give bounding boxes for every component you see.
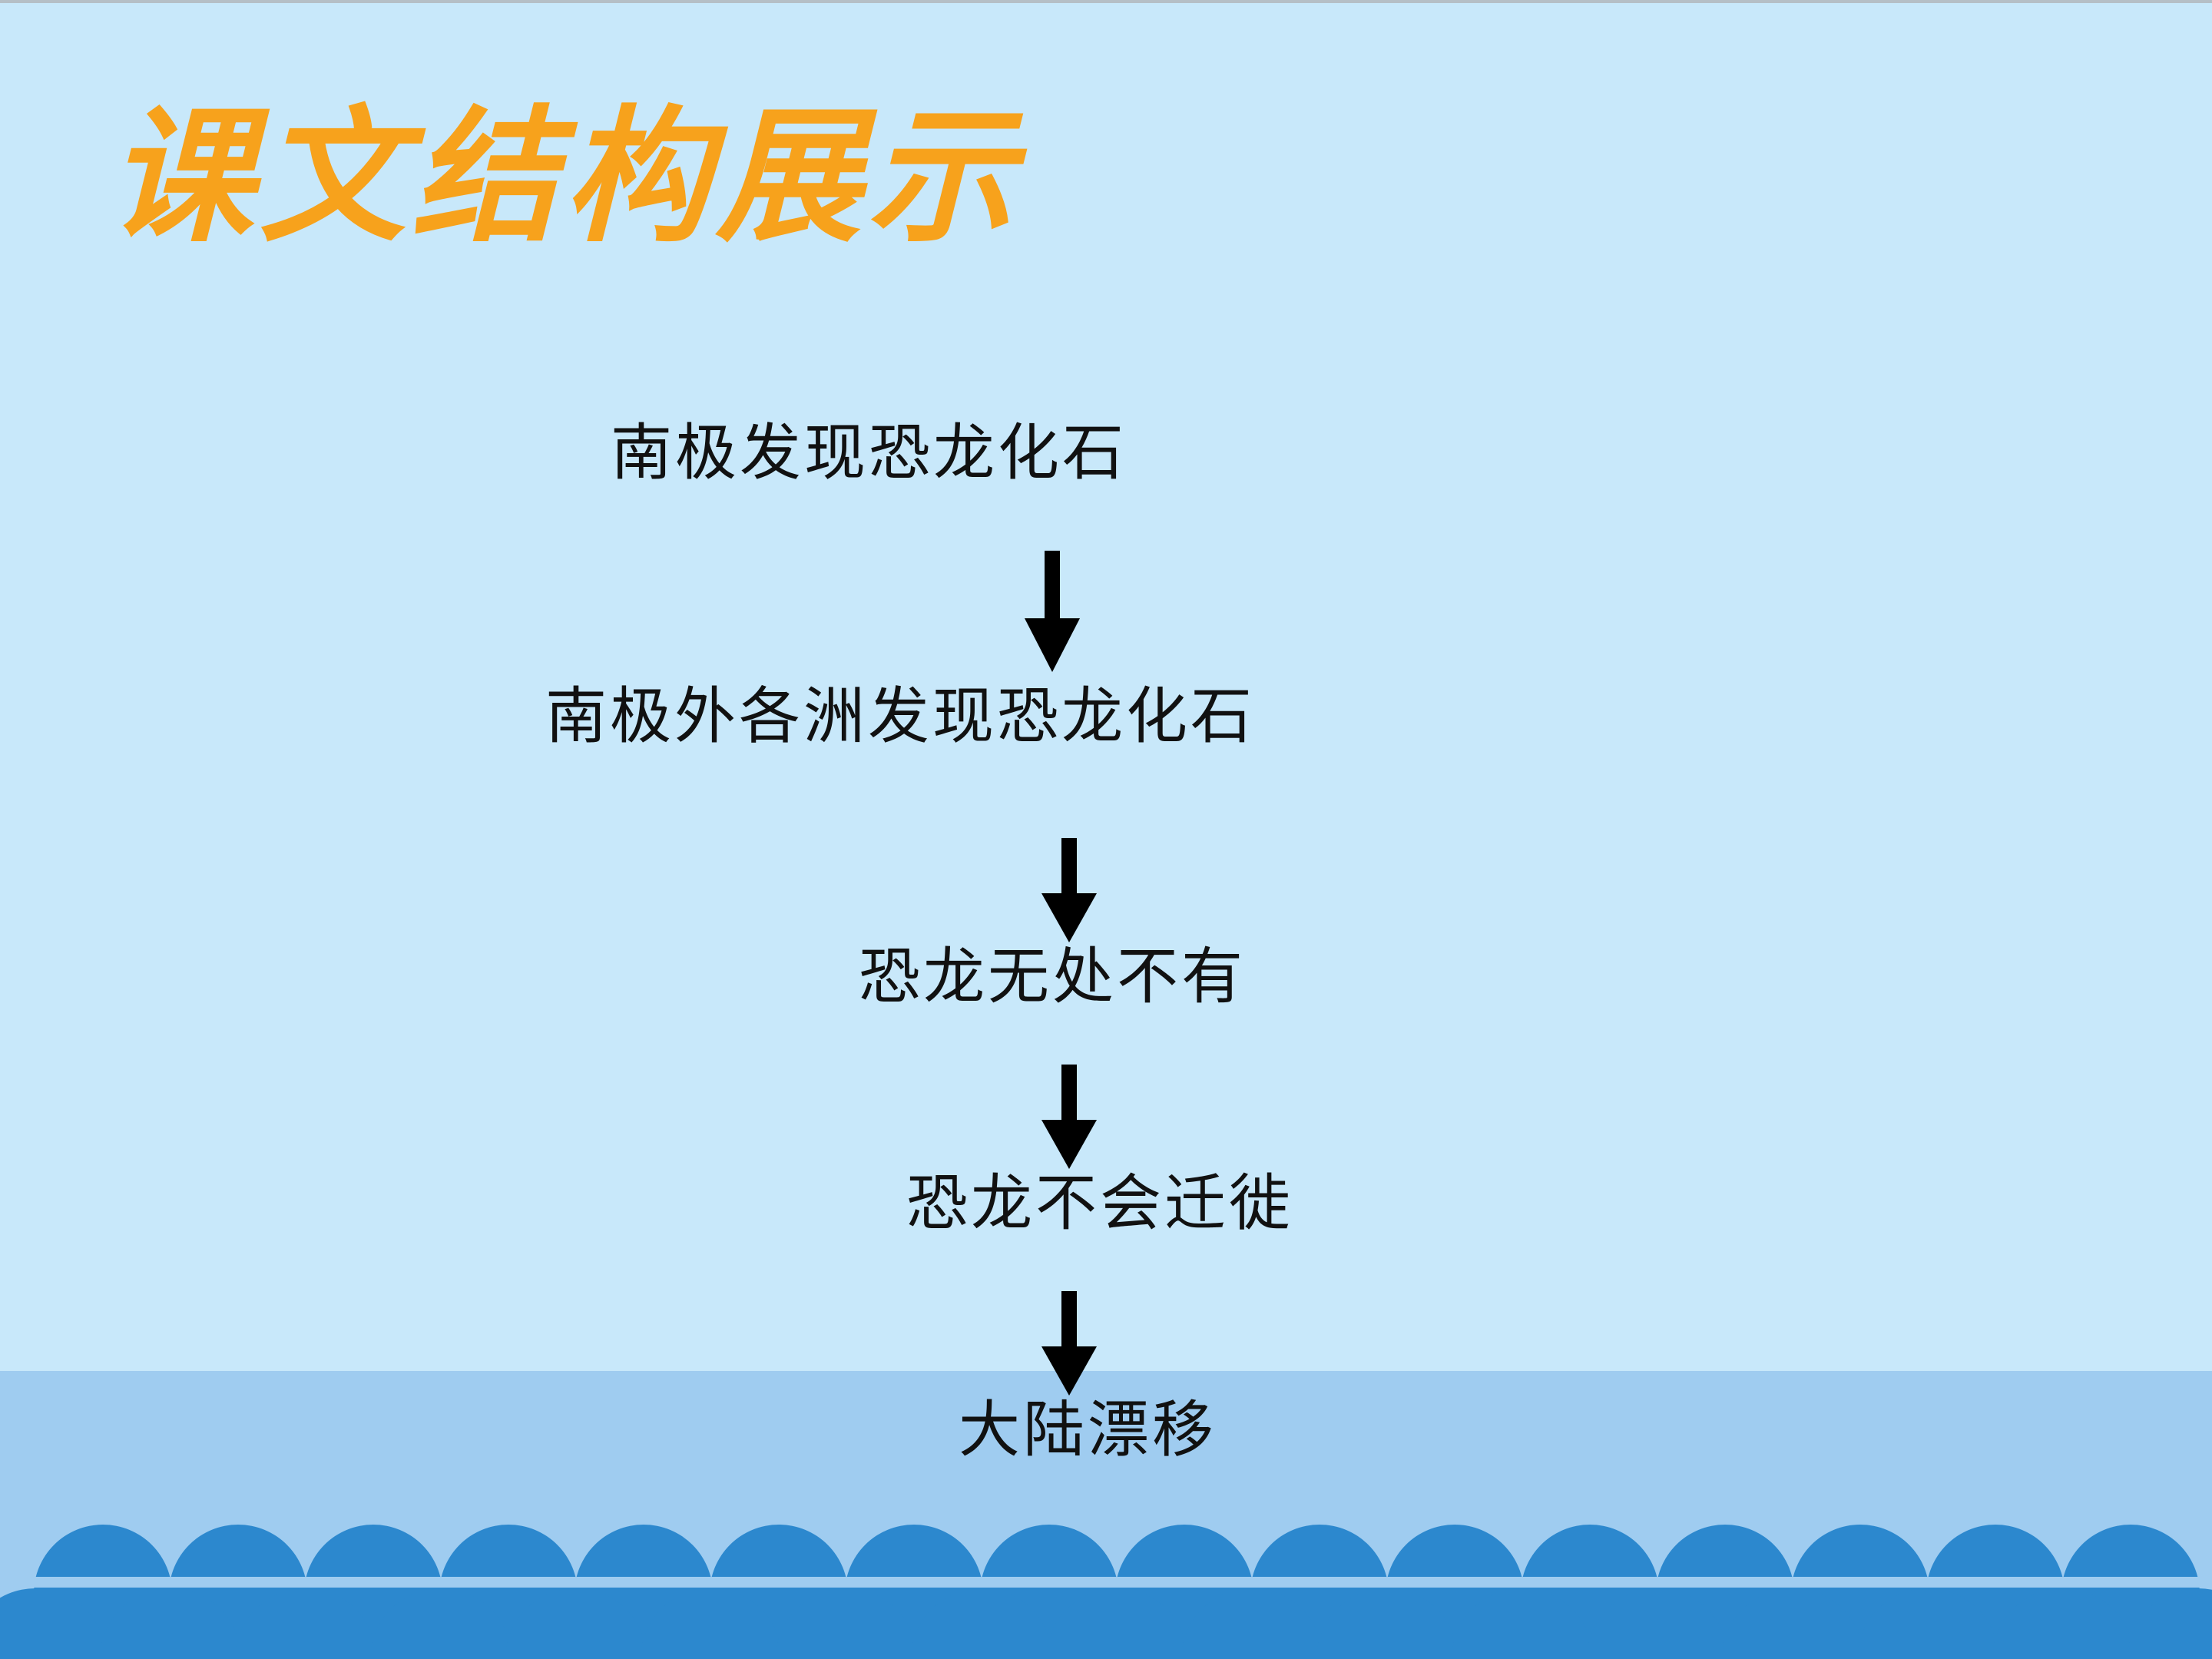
flow-step-3: 恐龙无处不有 — [859, 941, 1246, 1012]
flow-step-1: 南极发现恐龙化石 — [611, 417, 1127, 488]
arrow-down-icon — [1041, 1065, 1097, 1169]
arrow-down-icon — [1025, 551, 1080, 672]
flow-step-2: 南极外各洲发现恐龙化石 — [545, 680, 1255, 752]
wave-decoration — [0, 1525, 2212, 1659]
flow-step-4: 恐龙不会迁徙 — [906, 1167, 1293, 1239]
top-edge — [0, 0, 2212, 3]
slide-title: 课文结构展示 — [108, 91, 1021, 262]
arrow-down-icon — [1041, 1291, 1097, 1396]
flow-step-5: 大陆漂移 — [959, 1394, 1217, 1465]
arrow-down-icon — [1041, 838, 1097, 942]
